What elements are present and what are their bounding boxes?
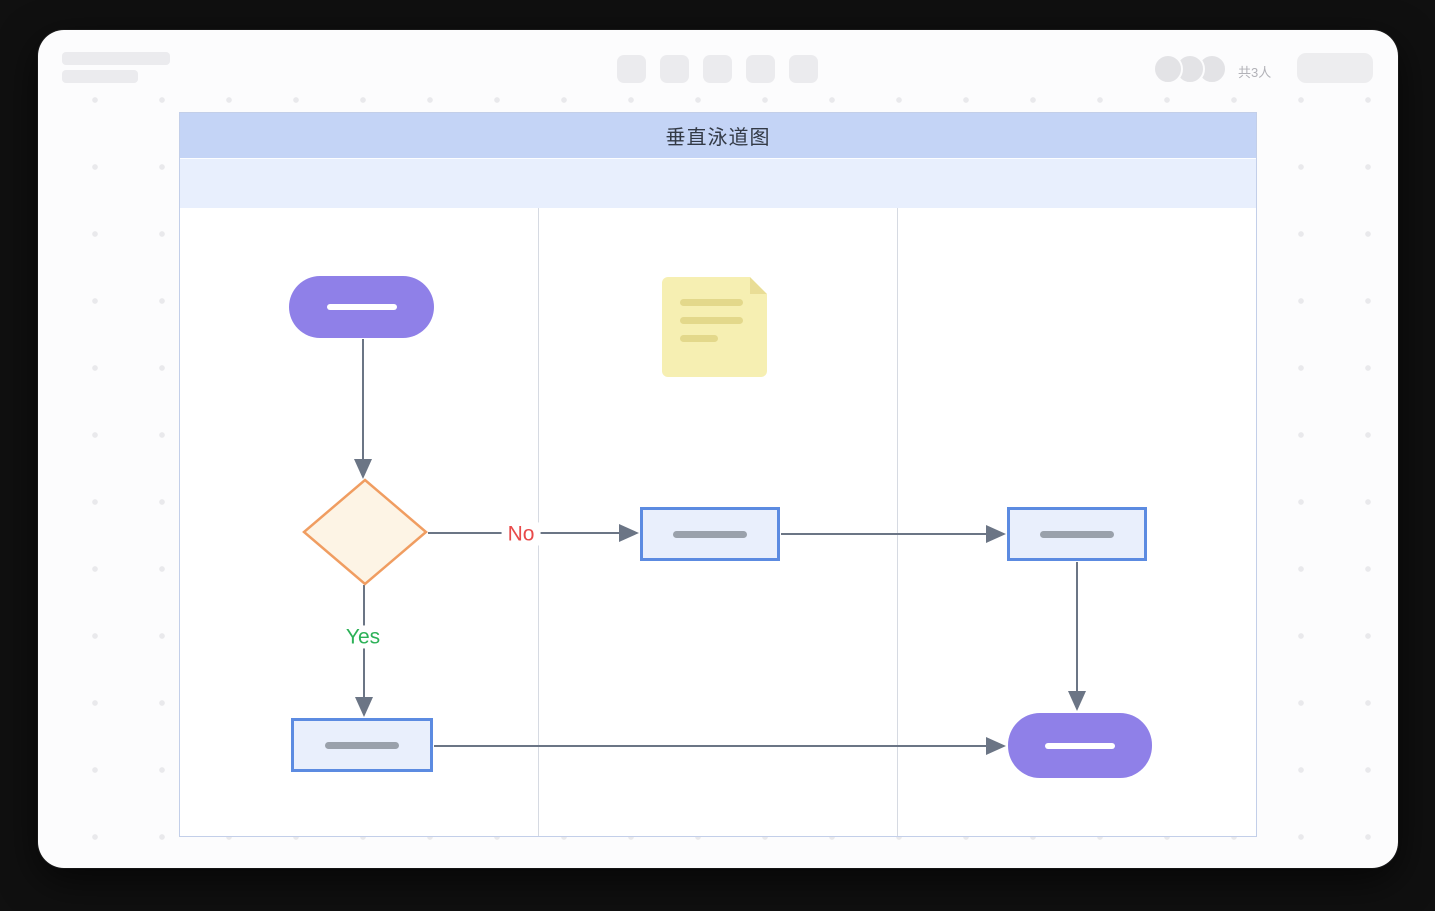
- node-text-placeholder: [1045, 742, 1115, 749]
- toolbar-button-3[interactable]: [703, 55, 732, 83]
- logo-placeholder: [62, 52, 170, 65]
- node-text-placeholder: [1040, 530, 1114, 538]
- toolbar-button-1[interactable]: [617, 55, 646, 83]
- swimlane-title[interactable]: 垂直泳道图: [180, 113, 1256, 158]
- node-text-placeholder: [325, 741, 399, 749]
- note-text-placeholder: [680, 335, 718, 342]
- note-text-placeholder: [680, 299, 743, 306]
- collaborator-count-label: 共3人: [1238, 65, 1272, 80]
- swimlane-subheader-row[interactable]: [180, 158, 1256, 208]
- share-button-placeholder[interactable]: [1297, 53, 1373, 83]
- toolbar-button-2[interactable]: [660, 55, 689, 83]
- end-node[interactable]: [1008, 713, 1152, 778]
- collaborator-avatar-1[interactable]: [1153, 54, 1183, 84]
- sticky-note[interactable]: [662, 277, 767, 377]
- edge-label-no[interactable]: No: [501, 522, 541, 546]
- toolbar-button-5[interactable]: [789, 55, 818, 83]
- edge-label-yes[interactable]: Yes: [339, 625, 387, 649]
- process-node-lane3[interactable]: [1007, 507, 1147, 561]
- decision-diamond[interactable]: [302, 478, 428, 586]
- note-text-placeholder: [680, 317, 743, 324]
- node-text-placeholder: [326, 304, 397, 310]
- node-text-placeholder: [673, 530, 747, 538]
- toolbar-button-4[interactable]: [746, 55, 775, 83]
- document-title-placeholder: [62, 70, 138, 83]
- process-node-lane2[interactable]: [640, 507, 780, 561]
- start-node[interactable]: [289, 276, 434, 338]
- process-node-lane1[interactable]: [291, 718, 433, 772]
